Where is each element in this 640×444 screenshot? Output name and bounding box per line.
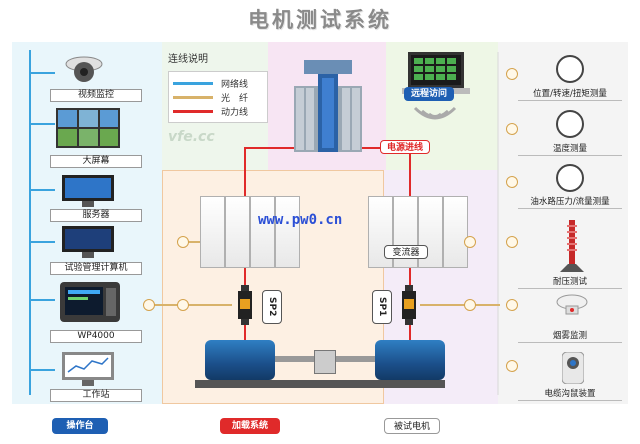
device-label-video: 视频监控: [50, 89, 142, 102]
load-cabinet-1: [200, 196, 225, 268]
fiber-node-r5: [506, 299, 518, 311]
device-label-pc: 试验管理计算机: [50, 262, 142, 275]
power-inlet-tag: 电源进线: [380, 140, 430, 154]
fiber-node-test: [464, 236, 476, 248]
device-label-smoke: 烟雾监测: [518, 330, 622, 343]
device-label-rodent: 电缆沟鼠装置: [518, 388, 622, 401]
torque-sensor-left-icon: [236, 285, 254, 325]
load-cabinet-2: [225, 196, 250, 268]
test-motor-icon: [375, 340, 445, 380]
watermark-center: www.pw0.cn: [258, 212, 343, 228]
device-label-screen: 大屏幕: [50, 155, 142, 168]
test-cabinet-4: [443, 196, 468, 268]
fiber-node-load: [177, 236, 189, 248]
server-monitor-icon: [62, 175, 114, 207]
fiber-node-load-sp2: [177, 299, 189, 311]
device-label-speed: 位置/转速/扭矩测量: [518, 88, 622, 101]
fiber-node-r6: [506, 360, 518, 372]
load-cabinet-4: [275, 196, 300, 268]
sensor-tag-sp1: SP1: [372, 290, 392, 324]
fiber-node-r2: [506, 123, 518, 135]
zone-tag-console: 操作台: [52, 418, 108, 434]
test-cabinet-3: [418, 196, 443, 268]
transformer-icon: [290, 60, 366, 156]
measurement-zone: [498, 42, 628, 404]
device-label-temperature: 温度测量: [518, 143, 622, 156]
high-voltage-icon: [560, 220, 584, 272]
computer-icon: [62, 226, 114, 258]
wifi-icon: [410, 103, 460, 133]
gauge-icon: [556, 55, 584, 83]
device-label-server: 服务器: [50, 209, 142, 222]
power-analyzer-icon: [60, 282, 120, 322]
device-label-wp4000: WP4000: [50, 330, 142, 343]
device-label-withstand: 耐压测试: [518, 276, 622, 289]
thermometer-icon: [556, 110, 584, 138]
legend-heading: 连线说明: [168, 54, 208, 65]
console-zone: [12, 42, 162, 404]
converter-tag: 变流器: [384, 245, 428, 259]
rodent-repeller-icon: [561, 351, 585, 385]
test-bench-base: [195, 380, 445, 388]
fiber-node-test-sp1: [464, 299, 476, 311]
zone-tag-test-motor: 被试电机: [384, 418, 440, 434]
legend-item-fiber: 光 纤: [173, 90, 263, 104]
smoke-detector-icon: [556, 294, 588, 318]
fiber-node-r3: [506, 176, 518, 188]
torque-sensor-right-icon: [400, 285, 418, 325]
watermark-left: vfe.cc: [168, 129, 215, 145]
load-motor-icon: [205, 340, 275, 380]
legend-item-power: 动力线: [173, 104, 263, 118]
device-label-workstation: 工作站: [50, 389, 142, 402]
workstation-icon: [62, 352, 114, 386]
load-cabinet-3: [250, 196, 275, 268]
fiber-node-r4: [506, 236, 518, 248]
legend-item-network: 网络线: [173, 76, 263, 90]
flow-meter-icon: [556, 164, 584, 192]
coupling-icon: [314, 350, 336, 374]
remote-access-tag: 远程访问: [404, 87, 454, 101]
sensor-tag-sp2: SP2: [262, 290, 282, 324]
legend: 连线说明 网络线 光 纤 动力线 vfe.cc: [168, 50, 268, 160]
zone-tag-load: 加载系统: [220, 418, 280, 434]
camera-icon: [62, 55, 106, 85]
fiber-node-left: [143, 299, 155, 311]
fiber-node-r1: [506, 68, 518, 80]
device-label-flow: 油水路压力/流量测量: [518, 196, 622, 209]
video-wall-icon: [56, 108, 120, 148]
page-title: 电机测试系统: [248, 8, 392, 32]
